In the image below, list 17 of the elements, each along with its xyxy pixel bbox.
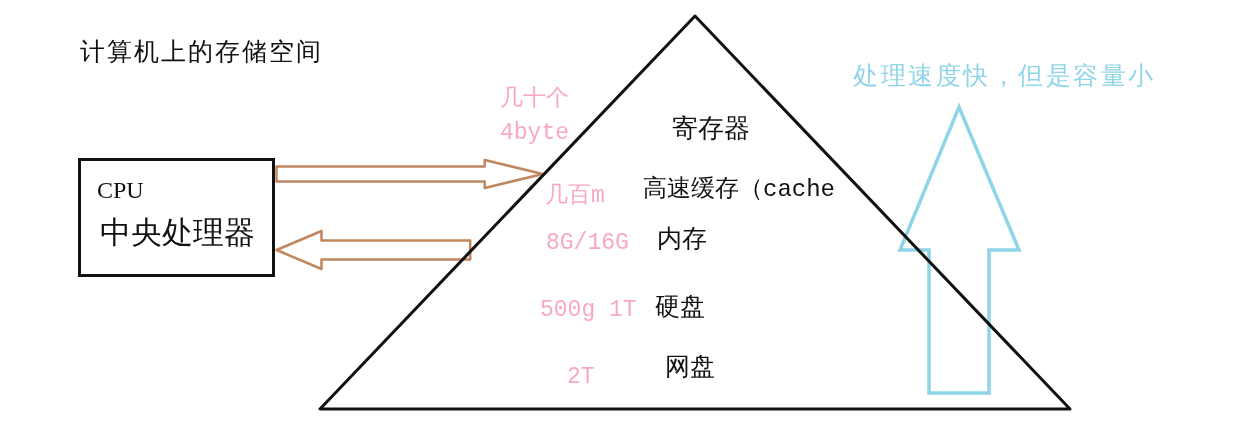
capacity-label: 8G/16G bbox=[546, 232, 629, 255]
capacity-label: 2T bbox=[567, 366, 595, 389]
capacity-label: 几百m bbox=[545, 185, 605, 208]
tier-label: 寄存器 bbox=[672, 117, 750, 143]
note-text: 处理速度快，但是容量小 bbox=[853, 63, 1156, 88]
box-title: CPU bbox=[97, 178, 144, 202]
capacity-label: 几十个 4byte bbox=[500, 85, 570, 148]
processor-box bbox=[78, 158, 275, 277]
block-arrow bbox=[275, 158, 544, 190]
pyramid bbox=[318, 13, 1072, 412]
tier-label: 内存 bbox=[657, 228, 707, 253]
capacity-label: 500g 1T bbox=[540, 299, 637, 322]
title: 计算机上的存储空间 bbox=[80, 39, 323, 64]
box-label: 中央处理器 bbox=[100, 217, 255, 248]
tier-label: 网盘 bbox=[665, 356, 715, 381]
tier-label: 硬盘 bbox=[655, 296, 705, 321]
block-arrow bbox=[275, 229, 472, 271]
